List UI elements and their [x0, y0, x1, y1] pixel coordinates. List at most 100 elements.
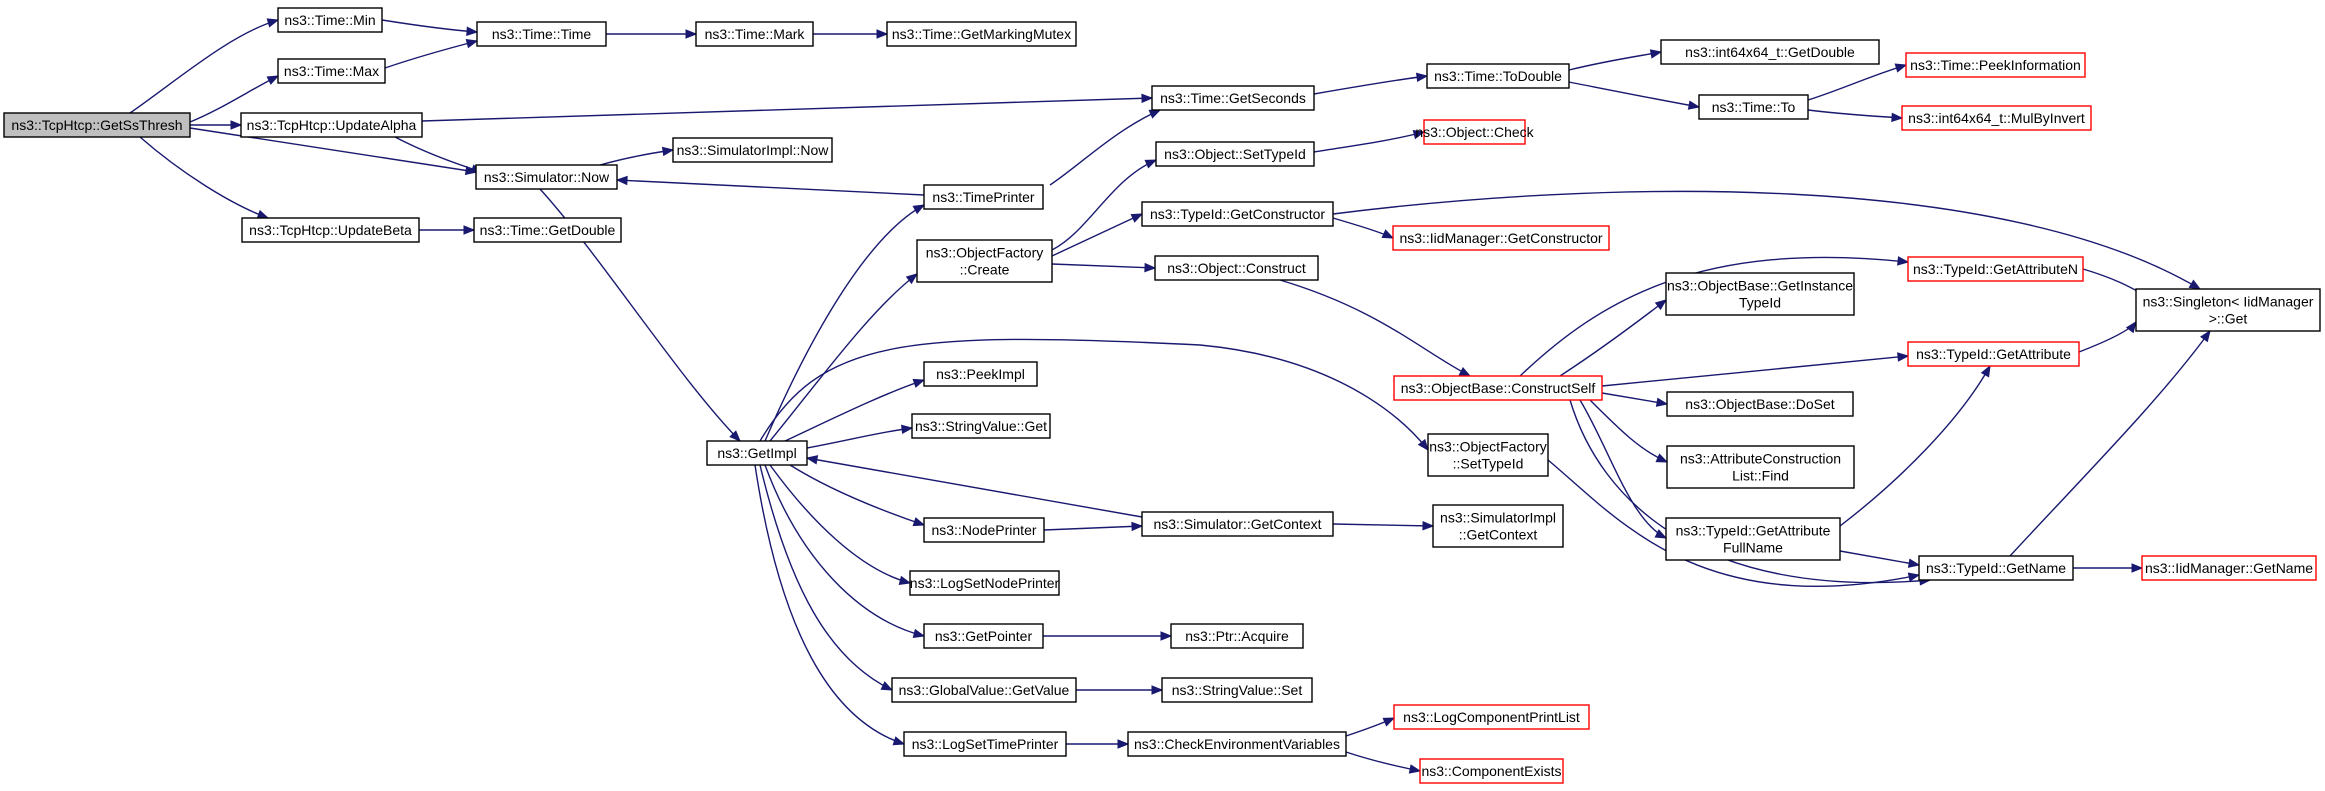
node-n38[interactable]: ns3::ObjectFactory::SetTypeId [1427, 433, 1549, 477]
node-box [476, 21, 607, 47]
edge-n28-n32 [1579, 399, 1668, 539]
edge-line [2009, 330, 2211, 557]
node-label: ns3::AttributeConstruction [1680, 451, 1841, 467]
node-n8[interactable]: ns3::Time::GetMarkingMutex [886, 21, 1077, 47]
node-n40[interactable]: ns3::Simulator::GetContext [1141, 511, 1334, 537]
node-n12[interactable]: ns3::Time::GetSeconds [1151, 85, 1315, 111]
node-n44[interactable]: ns3::Ptr::Acquire [1170, 623, 1304, 649]
node-n17[interactable]: ns3::int64x64_t::MulByInvert [1901, 105, 2092, 131]
node-label: ns3::Time::ToDouble [1434, 68, 1562, 84]
edge-line [806, 457, 1143, 518]
edge-n9-n10 [599, 146, 675, 166]
node-box [1151, 85, 1315, 111]
node-n49[interactable]: ns3::LogComponentPrintList [1393, 704, 1590, 730]
node-n33[interactable]: ns3::TypeId::GetName [1918, 555, 2074, 581]
node-label: ns3::Time::GetDouble [480, 222, 616, 238]
node-label: ns3::GetImpl [717, 445, 796, 461]
edge-line [1807, 64, 1907, 101]
node-n28[interactable]: ns3::ObjectBase::ConstructSelf [1393, 375, 1603, 401]
node-box [891, 677, 1077, 703]
node-label: ns3::Ptr::Acquire [1185, 628, 1289, 644]
node-label: ns3::TypeId::GetAttribute [1916, 346, 2071, 362]
node-n21[interactable]: ns3::ObjectFactory::Create [916, 239, 1053, 283]
node-n41[interactable]: ns3::SimulatorImpl::GetContext [1432, 504, 1564, 548]
edge-n35-n43 [764, 464, 926, 639]
node-n19[interactable]: ns3::Object::SetTypeId [1155, 141, 1315, 167]
node-n46[interactable]: ns3::StringValue::Set [1161, 677, 1313, 703]
node-n42[interactable]: ns3::LogSetNodePrinter [909, 570, 1060, 596]
edge-line [381, 19, 478, 33]
node-label: ns3::NodePrinter [931, 522, 1036, 538]
arrow-head-icon [466, 26, 479, 36]
node-n37[interactable]: ns3::StringValue::Get [911, 413, 1051, 439]
edge-line [764, 204, 925, 442]
node-label: ns3::Singleton< IidManager [2143, 294, 2314, 310]
node-n15[interactable]: ns3::Time::To [1698, 94, 1809, 120]
node-label: ns3::Object::Check [1415, 124, 1534, 140]
node-n39[interactable]: ns3::NodePrinter [923, 517, 1045, 543]
node-n22[interactable]: ns3::TypeId::GetConstructor [1141, 201, 1334, 227]
node-n35[interactable]: ns3::GetImpl [706, 440, 808, 466]
edge-line [139, 136, 269, 219]
node-box [1901, 105, 2092, 131]
node-box [1907, 341, 2080, 367]
node-n3[interactable]: ns3::Time::Max [277, 58, 386, 84]
edge-n24-n28 [1279, 279, 1472, 377]
edge-n22-n27 [1332, 190, 2202, 290]
node-n50[interactable]: ns3::ComponentExists [1419, 758, 1564, 784]
node-n27[interactable]: ns3::Singleton< IidManager>::Get [2135, 288, 2321, 332]
node-n34[interactable]: ns3::IidManager::GetName [2141, 555, 2317, 581]
node-n10[interactable]: ns3::SimulatorImpl::Now [672, 137, 833, 163]
node-box [1393, 375, 1603, 401]
node-box [1170, 623, 1304, 649]
node-n18[interactable]: ns3::TimePrinter [923, 184, 1044, 210]
edge-n15-n17 [1807, 109, 1904, 123]
node-n5[interactable]: ns3::TcpHtcp::UpdateBeta [241, 217, 420, 243]
node-n11[interactable]: ns3::Time::GetDouble [473, 217, 622, 243]
node-box [911, 413, 1051, 439]
edge-line [1049, 109, 1161, 186]
edge-line [189, 127, 477, 173]
node-box [2141, 555, 2317, 581]
arrow-head-icon [266, 75, 280, 85]
node-n4[interactable]: ns3::TcpHtcp::UpdateAlpha [240, 112, 423, 138]
node-n47[interactable]: ns3::LogSetTimePrinter [903, 731, 1067, 757]
node-n6[interactable]: ns3::Time::Time [476, 21, 607, 47]
edge-n35-n37 [806, 424, 914, 449]
node-label: ns3::IidManager::GetConstructor [1399, 230, 1602, 246]
node-n30[interactable]: ns3::ObjectBase::DoSet [1666, 391, 1854, 417]
node-n29[interactable]: ns3::TypeId::GetAttribute [1907, 341, 2080, 367]
node-n45[interactable]: ns3::GlobalValue::GetValue [891, 677, 1077, 703]
node-n14[interactable]: ns3::int64x64_t::GetDouble [1660, 39, 1880, 65]
node-box [672, 137, 833, 163]
node-n36[interactable]: ns3::PeekImpl [923, 361, 1038, 387]
node-n7[interactable]: ns3::Time::Mark [695, 21, 814, 47]
node-n24[interactable]: ns3::Object::Construct [1154, 255, 1319, 281]
arrow-head-icon [1422, 521, 1435, 531]
node-n26[interactable]: ns3::TypeId::GetAttributeN [1907, 256, 2084, 282]
node-n16[interactable]: ns3::Time::PeekInformation [1905, 52, 2086, 78]
node-n23[interactable]: ns3::IidManager::GetConstructor [1392, 225, 1610, 251]
edge-line [769, 273, 918, 442]
node-label: ns3::Time::GetSeconds [1160, 90, 1306, 106]
node-n9[interactable]: ns3::Simulator::Now [475, 164, 618, 190]
node-n13[interactable]: ns3::Time::ToDouble [1426, 63, 1570, 89]
node-box [1127, 731, 1347, 757]
node-n1[interactable]: ns3::TcpHtcp::GetSsThresh [3, 112, 191, 138]
node-n48[interactable]: ns3::CheckEnvironmentVariables [1127, 731, 1347, 757]
edge-line [616, 179, 925, 196]
node-label: ns3::int64x64_t::GetDouble [1685, 44, 1855, 60]
arrow-head-icon [1649, 49, 1663, 59]
node-n2[interactable]: ns3::Time::Min [277, 7, 383, 33]
node-box [923, 623, 1044, 649]
edge-line [784, 379, 925, 442]
arrow-head-icon [2125, 320, 2137, 334]
node-n43[interactable]: ns3::GetPointer [923, 623, 1044, 649]
node-n20[interactable]: ns3::Object::Check [1415, 119, 1535, 145]
edge-line [759, 338, 1429, 451]
node-label: ns3::IidManager::GetName [2145, 560, 2313, 576]
edge-n45-n46 [1076, 685, 1164, 695]
